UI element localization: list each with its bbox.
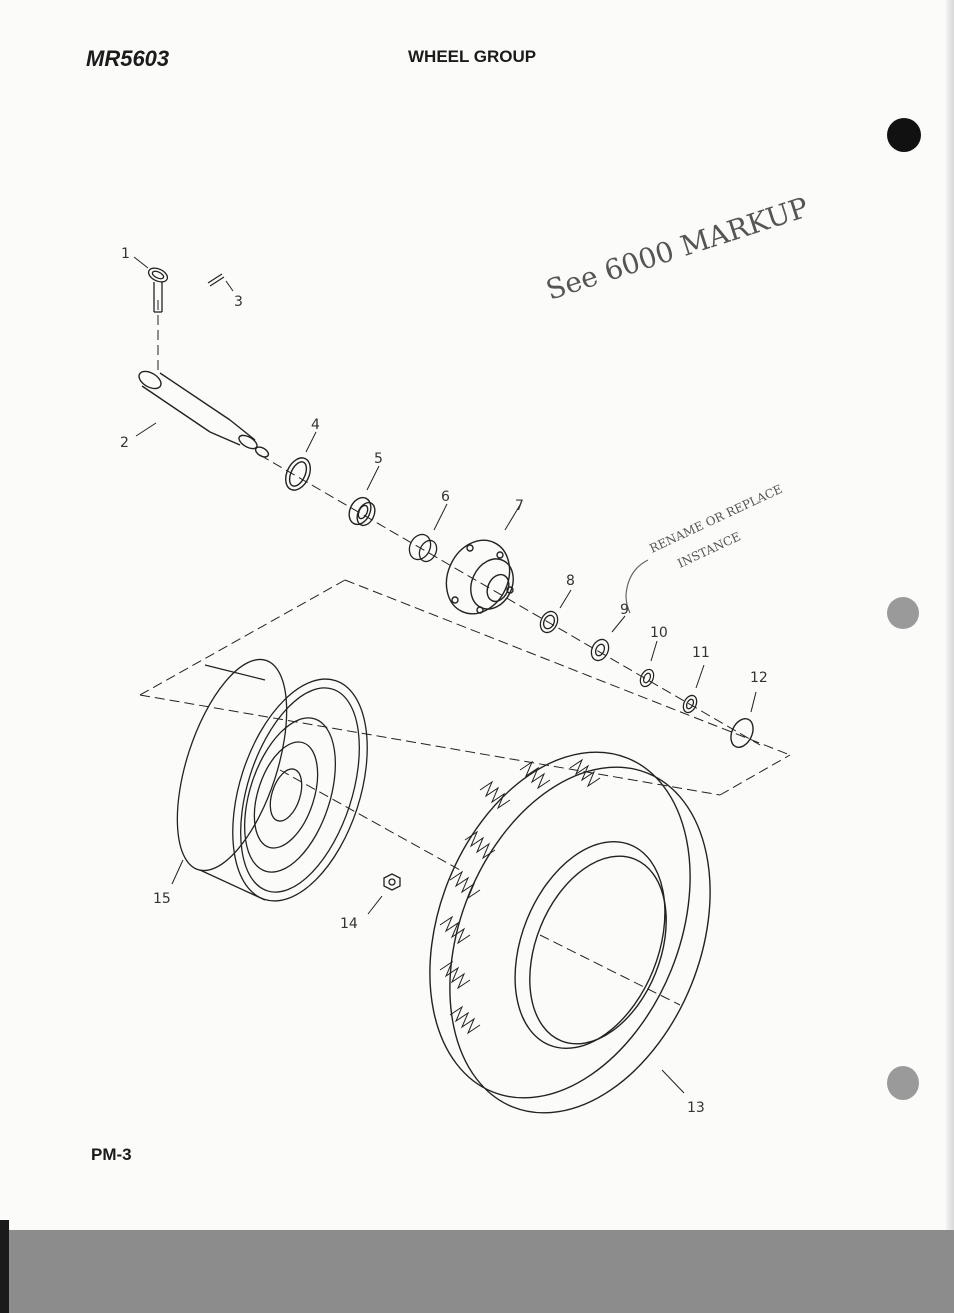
callout-9: 9 — [620, 602, 629, 618]
callout-labels: 1 2 3 4 5 6 7 8 9 10 11 12 13 14 15 — [120, 246, 768, 1116]
spindle — [138, 370, 270, 458]
tire — [429, 751, 711, 1114]
cotter-pin — [207, 273, 225, 287]
document-page — [0, 0, 954, 1230]
page-edge-shadow — [946, 0, 954, 1230]
callout-10: 10 — [650, 625, 668, 641]
page-title: WHEEL GROUP — [408, 47, 537, 66]
callout-13: 13 — [687, 1100, 705, 1116]
callout-5: 5 — [374, 451, 383, 467]
callout-2: 2 — [120, 435, 129, 451]
binder-hole-top — [887, 118, 921, 152]
spindle-nut — [682, 694, 698, 714]
dust-cap — [730, 718, 754, 748]
scanner-edge — [0, 1220, 9, 1313]
centerlines — [139, 300, 791, 1006]
handwritten-notes: See 6000 MARKUP RENAME OR REPLACE INSTAN… — [542, 191, 813, 571]
callout-11: 11 — [692, 645, 710, 661]
callout-15: 15 — [153, 891, 171, 907]
callout-3: 3 — [234, 294, 243, 310]
callout-12: 12 — [750, 670, 768, 686]
binder-hole-bottom — [887, 1066, 919, 1100]
outer-race — [539, 610, 559, 634]
wheel-hub — [445, 539, 514, 615]
callout-4: 4 — [311, 417, 320, 433]
callout-8: 8 — [566, 573, 575, 589]
leader-lines — [133, 256, 757, 1094]
outer-bearing — [590, 638, 610, 662]
scanner-background — [0, 1230, 954, 1313]
wheel-rim — [176, 658, 368, 902]
callout-1: 1 — [121, 246, 130, 262]
binder-hole-middle — [887, 597, 919, 629]
inner-race — [408, 533, 438, 563]
page-number: PM-3 — [91, 1145, 132, 1164]
callout-6: 6 — [441, 489, 450, 505]
callout-7: 7 — [515, 498, 524, 514]
callout-14: 14 — [340, 916, 358, 932]
annotation-pointer — [625, 559, 649, 614]
inner-bearing — [348, 496, 376, 527]
note-see-markup: See 6000 MARKUP — [542, 191, 813, 307]
hitch-pin — [147, 267, 169, 313]
exploded-view-drawing: 1 2 3 4 5 6 7 8 9 10 11 12 13 14 15 See … — [120, 191, 813, 1116]
lug-nut — [383, 873, 401, 891]
grease-seal — [285, 457, 311, 491]
tab-washer — [639, 668, 655, 688]
document-code: MR5603 — [86, 46, 170, 71]
